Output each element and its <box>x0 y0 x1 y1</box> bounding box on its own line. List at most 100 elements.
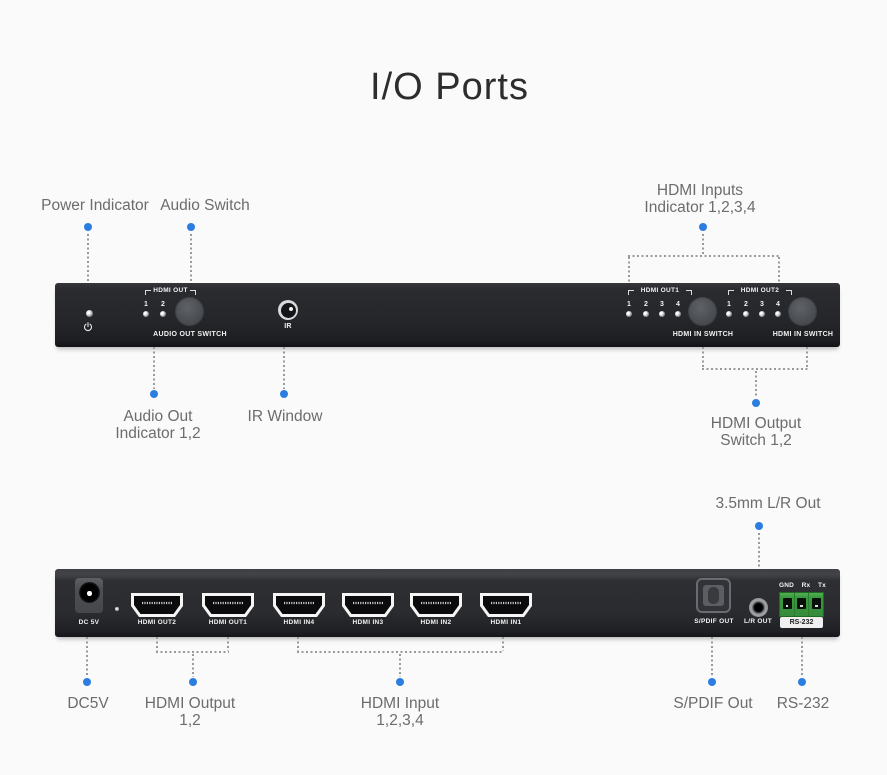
bracket-right <box>685 290 692 295</box>
rs232-slot <box>815 605 818 607</box>
audio-out-switch-knob[interactable] <box>176 298 203 325</box>
rs232-pin-labels: GND Rx Tx <box>779 582 826 589</box>
power-led <box>86 310 93 317</box>
pin-gnd: GND <box>779 582 795 589</box>
hdmi-out2-port: HDMI OUT2 <box>131 593 183 626</box>
leader-hdmi-input-left <box>297 637 299 651</box>
rs232-slot <box>785 605 789 607</box>
audio-out-switch-label: AUDIO OUT SWITCH <box>153 331 227 338</box>
audio-indicator-number-2: 2 <box>161 301 165 308</box>
callout-spdif: S/PDIF Out <box>673 695 753 712</box>
group2-number-4: 4 <box>776 301 780 308</box>
callout-line1: HDMI Input <box>360 695 440 712</box>
group1-led-3 <box>659 311 665 317</box>
callout-audio-out-indicator: Audio Out Indicator 1,2 <box>78 408 238 442</box>
hdmi-out2-header-bracket: HDMI OUT2 <box>728 287 792 298</box>
hdmi-in1-port: HDMI IN1 <box>480 593 532 626</box>
leader-hdmi-output-stem <box>192 654 194 677</box>
rs232-tag: RS-232 <box>780 617 823 628</box>
callout-line2: Switch 1,2 <box>720 431 792 449</box>
leader-out-switch-span <box>702 368 808 370</box>
rs232-cell <box>780 593 795 616</box>
dot-power <box>84 223 92 231</box>
callout-ir-window: IR Window <box>247 408 323 425</box>
hdmi-out1-header: HDMI OUT1 <box>640 287 680 294</box>
port-label: HDMI OUT1 <box>208 619 248 626</box>
leader-hdmi-input-stem <box>399 654 401 677</box>
leader-hdmi-inputs-left <box>628 257 630 283</box>
dot-hdmi-output <box>189 678 197 686</box>
hdmi-out1-header-bracket: HDMI OUT1 <box>628 287 692 298</box>
ir-window-gleam <box>288 307 293 311</box>
callout-line1: HDMI Output <box>710 415 802 432</box>
rs232-slot <box>800 605 803 607</box>
port-label: HDMI IN4 <box>283 619 315 626</box>
leader-audio-switch <box>190 234 192 283</box>
callout-line1: HDMI Inputs <box>656 182 744 199</box>
group1-number-2: 2 <box>644 301 648 308</box>
port-label: HDMI IN2 <box>420 619 452 626</box>
leader-rs232 <box>801 637 803 677</box>
group2-number-1: 1 <box>727 301 731 308</box>
audio-out-header-bracket: HDMI OUT <box>145 287 196 298</box>
rs232-cell <box>809 593 823 616</box>
callout-line2: 1,2,3,4 <box>376 711 424 729</box>
dc-jack-pin <box>87 591 92 596</box>
callout-hdmi-output-switch: HDMI Output Switch 1,2 <box>676 415 836 449</box>
callout-line2: Indicator 1,2,3,4 <box>644 198 756 216</box>
rear-panel: DC 5V HDMI OUT2 HDMI OUT1 HDMI IN4 <box>55 569 840 637</box>
hdmi-in-switch-1-label: HDMI IN SWITCH <box>672 331 734 338</box>
dot-dc5v <box>83 678 91 686</box>
rs232-cell <box>795 593 810 616</box>
hdmi-in2-port: HDMI IN2 <box>410 593 462 626</box>
callout-rs232: RS-232 <box>776 695 830 712</box>
leader-hdmi-input-span <box>297 651 504 653</box>
leader-audio-out-ind <box>153 347 155 389</box>
dot-audio-switch <box>187 223 195 231</box>
bracket-left <box>728 290 734 295</box>
dc-label: DC 5V <box>78 619 100 626</box>
leader-hdmi-input-right <box>502 637 504 651</box>
audio-indicator-number-1: 1 <box>144 301 148 308</box>
rs232-hole <box>797 598 807 609</box>
group1-led-2 <box>643 311 649 317</box>
leader-out-switch-left <box>702 347 704 368</box>
port-label: HDMI IN3 <box>352 619 384 626</box>
hdmi-in-switch-2-knob[interactable] <box>789 298 816 325</box>
leader-out-switch-stem <box>755 371 757 398</box>
leader-hdmi-inputs-stem <box>702 234 704 254</box>
group1-number-3: 3 <box>660 301 664 308</box>
rs232-terminal <box>779 592 824 617</box>
rear-mini-led <box>115 607 119 611</box>
hdmi-in-switch-1-knob[interactable] <box>689 298 716 325</box>
spdif-label: S/PDIF OUT <box>694 618 734 625</box>
hdmi-in-switch-2-label: HDMI IN SWITCH <box>772 331 834 338</box>
group2-number-3: 3 <box>760 301 764 308</box>
audio-out-led-2 <box>160 311 166 317</box>
audio-out-header: HDMI OUT <box>153 287 188 294</box>
leader-35mm <box>758 533 760 569</box>
callout-line1: HDMI Output <box>144 695 236 712</box>
power-icon <box>83 322 93 332</box>
group1-number-1: 1 <box>627 301 631 308</box>
callout-power-indicator: Power Indicator <box>41 197 149 214</box>
ir-window-inner <box>280 302 296 318</box>
callout-line2: Indicator 1,2 <box>115 424 201 442</box>
dot-rs232 <box>798 678 806 686</box>
hdmi-out1-port: HDMI OUT1 <box>202 593 254 626</box>
rs232-hole <box>782 598 792 609</box>
pin-tx: Tx <box>817 582 826 589</box>
callout-hdmi-input: HDMI Input 1,2,3,4 <box>320 695 480 729</box>
callout-dc5v: DC5V <box>67 695 109 712</box>
leader-ir-window <box>283 347 285 389</box>
leader-hdmi-output-right <box>227 637 229 651</box>
dot-out-switch <box>752 399 760 407</box>
leader-spdif <box>711 637 713 677</box>
group2-led-1 <box>726 311 732 317</box>
rs232-hole <box>811 598 821 609</box>
callout-line2: 1,2 <box>179 711 201 729</box>
group2-led-3 <box>759 311 765 317</box>
leader-power <box>87 234 89 283</box>
lr-out-label: L/R OUT <box>743 618 773 625</box>
audio-out-led-1 <box>143 311 149 317</box>
